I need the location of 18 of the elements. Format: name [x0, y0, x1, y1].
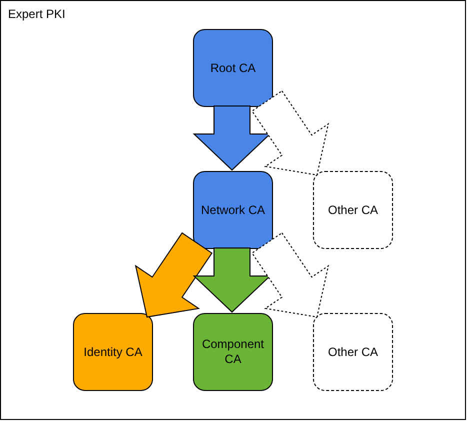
ca-box	[73, 313, 153, 391]
frame-title: Expert PKI	[8, 7, 66, 21]
ca-label: Network CA	[200, 202, 265, 218]
ca-box	[193, 29, 273, 107]
block-arrow	[192, 106, 272, 171]
block-arrow	[192, 248, 272, 313]
block-arrow	[251, 232, 330, 318]
ca-label: Component CA	[200, 337, 266, 367]
ca-label: Other CA	[328, 344, 378, 360]
ca-box	[193, 313, 273, 391]
ca-label: Root CA	[210, 60, 256, 76]
ca-label: Other CA	[328, 202, 378, 218]
ca-box	[313, 171, 393, 249]
ca-box	[193, 171, 273, 249]
block-arrow	[251, 90, 330, 176]
block-arrow	[134, 232, 213, 318]
ca-label: Identity CA	[84, 344, 142, 360]
ca-box	[313, 313, 393, 391]
